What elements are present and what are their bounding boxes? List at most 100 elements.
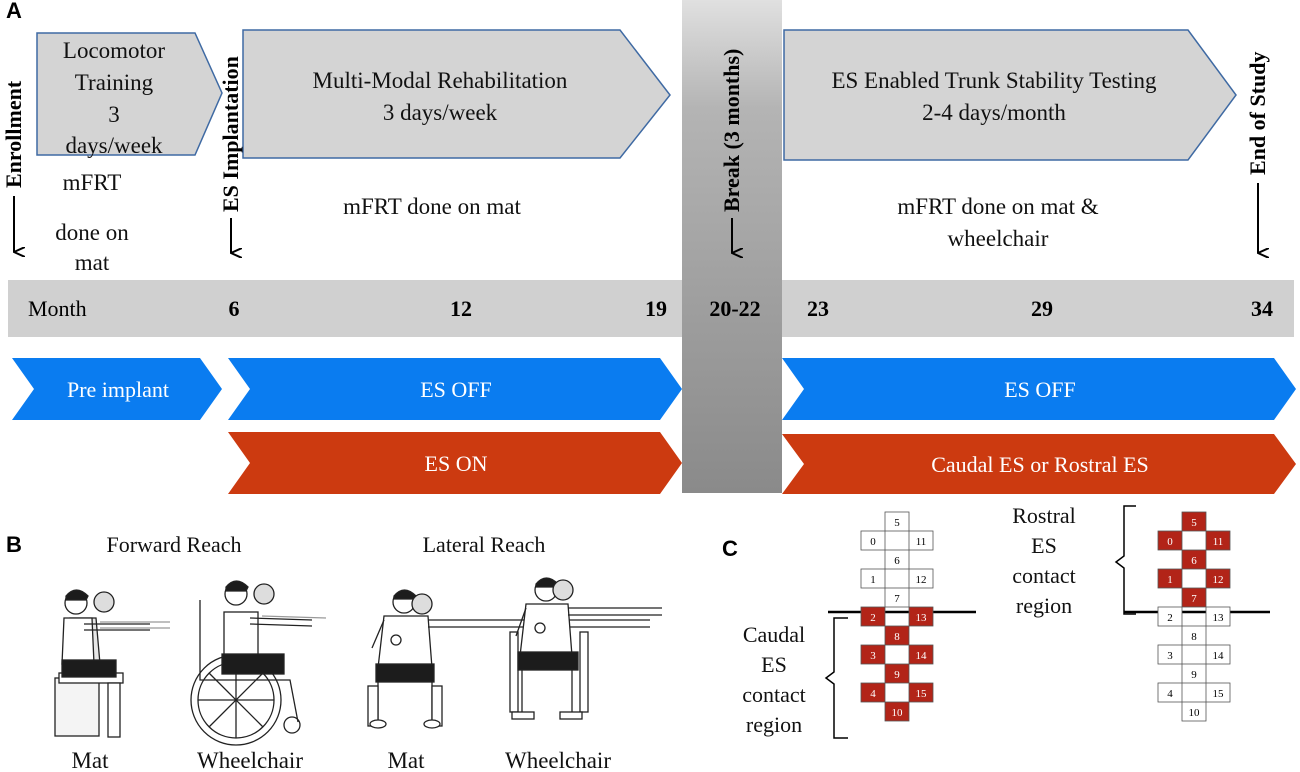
electrode-contact-number: 14 — [1213, 650, 1225, 662]
electrode-contact — [884, 511, 910, 532]
electrode-contact — [1181, 587, 1207, 608]
forward-reach-title: Forward Reach — [106, 532, 241, 557]
electrode-contact — [860, 530, 886, 551]
bar-caudal-rostral-label: Caudal ES or Rostral ES — [931, 452, 1149, 477]
electrode-contact-number: 9 — [1191, 669, 1197, 681]
caudal-region-line-1: Caudal — [743, 622, 805, 647]
electrode-contact — [1157, 644, 1183, 665]
note-mid: mFRT done on mat — [343, 194, 521, 219]
note-pre-line-2: done on — [55, 220, 129, 245]
electrode-contact — [884, 549, 910, 570]
panel-label-a: A — [6, 0, 22, 23]
month-tick: 20-22 — [709, 296, 760, 321]
electrode-contact-number: 2 — [870, 612, 876, 624]
electrode-contact — [1205, 530, 1231, 551]
electrode-contact — [1181, 663, 1207, 684]
electrode-contact — [1205, 682, 1231, 703]
caption-wheelchair-forward: Wheelchair — [197, 748, 303, 772]
bar-es-on — [228, 432, 682, 494]
electrode-contact-number: 2 — [1167, 612, 1173, 624]
electrode-contact-number: 13 — [916, 612, 928, 624]
electrode-contact-number: 10 — [892, 707, 904, 719]
month-tick: 12 — [450, 296, 472, 321]
month-tick: 19 — [645, 296, 667, 321]
electrode-contact-number: 11 — [1213, 536, 1224, 548]
electrode-contact-number: 8 — [894, 631, 900, 643]
caudal-region-line-4: region — [746, 712, 802, 737]
timeline-bar-left — [8, 280, 682, 337]
electrode-contact — [1205, 568, 1231, 589]
note-post-line-2: wheelchair — [948, 226, 1049, 251]
locomotor-line-3: 3 — [108, 102, 120, 127]
note-pre-line-3: mat — [75, 250, 110, 275]
multimodal-line-1: Multi-Modal Rehabilitation — [313, 68, 568, 93]
electrode-contact-number: 3 — [1167, 650, 1173, 662]
bar-pre-implant-label: Pre implant — [67, 377, 169, 402]
electrode-contact — [908, 606, 934, 627]
panel-label-c: C — [722, 536, 738, 561]
stage-trunk-stability-testing — [783, 29, 1237, 161]
locomotor-line-4: days/week — [65, 133, 163, 158]
locomotor-line-2: Training — [75, 70, 154, 95]
bar-caudal-rostral — [782, 434, 1296, 494]
electrode-contact-number: 14 — [916, 650, 928, 662]
caption-wheelchair-lateral: Wheelchair — [505, 748, 611, 772]
bar-es-off-2-label: ES OFF — [1004, 377, 1076, 402]
timeline-label: Month — [28, 296, 87, 321]
bar-es-off-1 — [228, 358, 682, 420]
lateral-reach-wheelchair-illustration — [509, 577, 662, 720]
electrode-contact — [884, 663, 910, 684]
bar-es-off-1-label: ES OFF — [420, 377, 492, 402]
electrode-contact — [1181, 701, 1207, 722]
electrode-contact-number: 5 — [894, 517, 900, 529]
month-tick: 23 — [807, 296, 829, 321]
milestone-es-implantation: ES Implantation — [218, 56, 243, 212]
electrode-contact — [908, 568, 934, 589]
electrode-contact — [860, 606, 886, 627]
electrode-contact — [884, 587, 910, 608]
electrode-contact — [1205, 644, 1231, 665]
electrode-contact-number: 1 — [1167, 574, 1173, 586]
caption-mat-lateral: Mat — [387, 748, 425, 772]
electrode-contact — [1205, 606, 1231, 627]
locomotor-line-1: Locomotor — [63, 38, 166, 63]
rostral-region-brace — [1114, 505, 1136, 615]
electrode-contact — [1181, 549, 1207, 570]
electrode-contact-number: 11 — [916, 536, 927, 548]
electrode-contact-number: 15 — [916, 688, 928, 700]
electrode-contact — [1181, 625, 1207, 646]
electrode-contact — [860, 568, 886, 589]
timeline-bar-right — [782, 280, 1294, 337]
electrode-contact — [1181, 511, 1207, 532]
electrode-contact-number: 8 — [1191, 631, 1197, 643]
lateral-reach-mat-illustration — [367, 589, 650, 729]
electrode-contact — [860, 644, 886, 665]
rostral-region-line-1: Rostral — [1012, 503, 1076, 528]
electrode-contact — [908, 682, 934, 703]
electrode-contact — [884, 625, 910, 646]
rostral-region-line-3: contact — [1012, 563, 1076, 588]
electrode-contact-number: 10 — [1189, 707, 1201, 719]
bar-es-off-2 — [782, 358, 1296, 420]
electrode-contact — [908, 644, 934, 665]
electrode-contact-number: 0 — [1167, 536, 1173, 548]
rostral-region-line-4: region — [1016, 593, 1072, 618]
electrode-contact-number: 0 — [870, 536, 876, 548]
electrode-contact-number: 12 — [916, 574, 927, 586]
caudal-region-brace — [824, 617, 848, 739]
electrode-contact-number: 9 — [894, 669, 900, 681]
electrode-contact — [1157, 682, 1183, 703]
bar-es-on-label: ES ON — [425, 451, 488, 476]
month-tick: 29 — [1031, 296, 1053, 321]
electrode-contact-number: 4 — [870, 688, 876, 700]
electrode-contact-number: 3 — [870, 650, 876, 662]
electrode-contact-number: 6 — [1191, 555, 1197, 567]
stage-locomotor-training — [36, 32, 223, 156]
forward-reach-mat-illustration — [54, 589, 170, 738]
panel-label-b: B — [6, 532, 22, 557]
caudal-region-line-2: ES — [761, 652, 787, 677]
electrode-contact-number: 1 — [870, 574, 876, 586]
